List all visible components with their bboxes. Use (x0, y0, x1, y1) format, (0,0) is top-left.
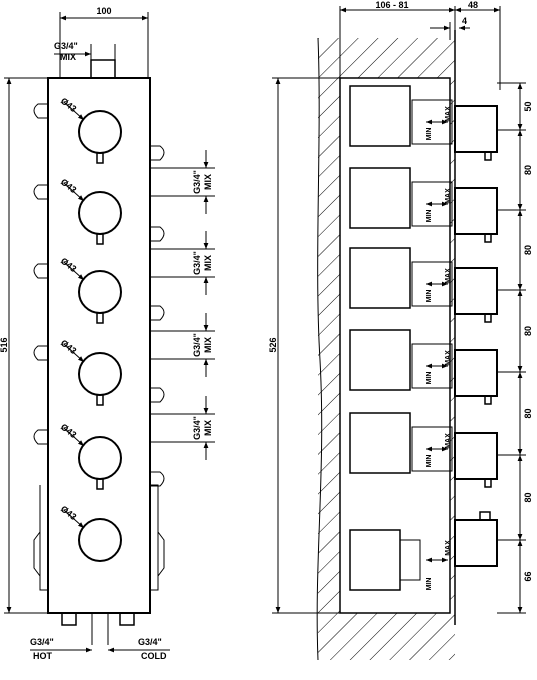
top-conn-label: G3/4" (54, 41, 78, 51)
side-conn-sub: MIX (203, 420, 213, 436)
side-conn-label: G3/4" (192, 416, 202, 440)
side-conn-sub: MIX (203, 255, 213, 271)
min-label: MIN (426, 578, 433, 591)
min-label: MIN (426, 372, 433, 385)
diameter-label: Ø43 (59, 96, 79, 114)
front-knob: Ø43 (33, 338, 165, 406)
side-view: MIN MAX MIN MAX MIN MAX MIN MAX MIN MAX MIN MAX 106… (268, 0, 533, 661)
valve-module: MIN MAX (349, 412, 498, 488)
valve-module: MIN MAX (349, 85, 498, 161)
side-knob-dim: 48 (468, 0, 478, 10)
diameter-label: Ø43 (59, 504, 79, 522)
front-knob: Ø43 (33, 256, 165, 324)
top-mix-connection (90, 59, 116, 79)
hot-conn-sub: HOT (33, 651, 53, 661)
spacing-dim: 80 (523, 492, 533, 502)
side-conn-label: G3/4" (192, 333, 202, 357)
min-label: MIN (426, 128, 433, 141)
side-mix-connection: G3/4"MIX (150, 231, 215, 295)
side-mix-connection: G3/4"MIX (150, 396, 215, 460)
max-label: MAX (445, 268, 452, 284)
valve-module: MIN MAX (349, 167, 498, 243)
min-label: MIN (426, 290, 433, 303)
max-label: MAX (445, 540, 452, 556)
side-conn-label: G3/4" (192, 251, 202, 275)
front-height-dim: 516 (0, 337, 9, 352)
diameter-label: Ø43 (59, 177, 79, 195)
side-plate-dim: 4 (462, 16, 467, 26)
spacing-dim: 50 (523, 101, 533, 111)
spacing-dim: 80 (523, 165, 533, 175)
hot-connection (61, 612, 77, 626)
side-mix-connection: G3/4"MIX (150, 313, 215, 377)
min-label: MIN (426, 210, 433, 223)
front-knob: Ø43 (59, 504, 122, 562)
side-depth-dim: 106 - 81 (375, 0, 408, 10)
side-conn-sub: MIX (203, 337, 213, 353)
diameter-label: Ø43 (59, 422, 79, 440)
front-knob: Ø43 (33, 96, 165, 164)
diverter-module: MIN MAX (349, 511, 498, 591)
max-label: MAX (445, 188, 452, 204)
front-width-dim: 100 (96, 6, 111, 16)
side-mix-connection: G3/4"MIX (150, 150, 215, 214)
valve-module: MIN MAX (349, 329, 498, 405)
side-conn-label: G3/4" (192, 170, 202, 194)
max-label: MAX (445, 106, 452, 122)
front-knob: Ø43 (33, 177, 165, 245)
valve-module: MIN MAX (349, 247, 498, 323)
spacing-dim: 80 (523, 245, 533, 255)
hot-conn-label: G3/4" (30, 637, 54, 647)
front-knob: Ø43 (33, 422, 165, 490)
max-label: MAX (445, 350, 452, 366)
top-conn-sub: MIX (60, 52, 76, 62)
cold-conn-label: G3/4" (138, 637, 162, 647)
spacing-dim: 80 (523, 326, 533, 336)
max-label: MAX (445, 433, 452, 449)
spacing-dim: 66 (523, 571, 533, 581)
min-label: MIN (426, 455, 433, 468)
diameter-label: Ø43 (59, 256, 79, 274)
cold-connection (119, 612, 135, 626)
cold-conn-sub: COLD (141, 651, 167, 661)
diameter-label: Ø43 (59, 338, 79, 356)
side-conn-sub: MIX (203, 174, 213, 190)
side-height-dim: 526 (268, 337, 278, 352)
spacing-dim: 80 (523, 408, 533, 418)
